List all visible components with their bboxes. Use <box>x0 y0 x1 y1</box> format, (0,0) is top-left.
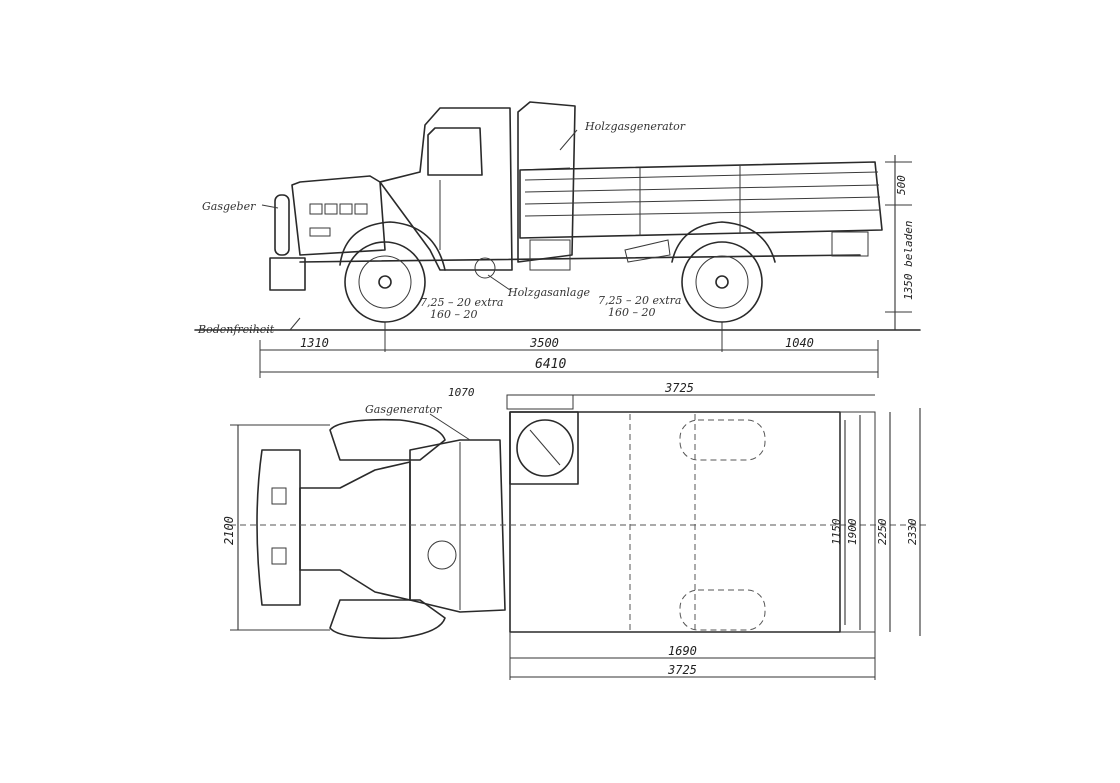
headlamp-top <box>271 487 287 505</box>
fuel-tank <box>474 257 496 279</box>
cab-roof-top <box>409 439 506 613</box>
dim-inner-2-value: 1900 <box>846 518 859 545</box>
front-bumper <box>269 257 306 291</box>
generator-housing-top <box>509 411 579 485</box>
rear-light-box <box>831 231 869 257</box>
hood-top <box>299 461 411 601</box>
dim-wheelbase: 3500 <box>529 336 559 350</box>
dim-overall-length: 6410 <box>535 357 566 372</box>
rear-wheel-rim <box>695 255 749 309</box>
cargo-bed <box>519 161 883 239</box>
dim-small-top: 1070 <box>448 386 475 399</box>
generator-lid <box>529 429 561 466</box>
front-wheel-rim <box>358 255 412 309</box>
headlight-post <box>274 194 290 256</box>
grille-slot <box>354 203 368 215</box>
grille-slot <box>324 203 338 215</box>
bed-plank <box>524 196 881 205</box>
headlamp-top <box>271 547 287 565</box>
tyre-front-line1: 7,25 – 20 extra <box>420 296 503 309</box>
label-gasgenerator: Gasgenerator <box>365 403 442 416</box>
label-holzgasanlage: Holzgasanlage <box>507 286 591 299</box>
label-bodenfreiheit: Bodenfreiheit <box>197 323 275 336</box>
dim-outer-value: 2330 <box>906 518 919 545</box>
bed-plank <box>524 184 880 193</box>
top-view: 3725 1070 Gasgenerator 2100 1150 1900 22… <box>222 381 930 680</box>
leader-line <box>261 204 279 209</box>
dim-inner-3-value: 2250 <box>876 518 889 545</box>
tyre-rear-line2: 160 – 20 <box>608 306 656 319</box>
grille-slot <box>309 203 323 215</box>
tailboard-top <box>839 411 876 633</box>
spare-carrier <box>624 239 671 263</box>
steering-wheel <box>427 540 457 570</box>
leader-line <box>429 413 471 441</box>
front-wheel <box>344 241 426 323</box>
front-hub <box>378 275 392 289</box>
cab-window <box>427 127 483 176</box>
gas-generator-tower <box>517 101 576 263</box>
rear-wheel-top-left <box>679 419 766 461</box>
bed-plank <box>524 171 879 181</box>
front-fender-right-top <box>329 599 446 640</box>
rear-wheel <box>681 241 763 323</box>
dim-right-top: 500 <box>895 175 908 195</box>
rear-fender <box>671 221 776 263</box>
gas-filter <box>529 239 571 271</box>
leader-line <box>487 274 511 291</box>
dim-right-side: 1350 beladen <box>902 221 915 300</box>
grille-slot <box>339 203 353 215</box>
leader-line <box>289 317 301 331</box>
cab-body <box>379 107 513 271</box>
cargo-bed-top <box>509 411 841 633</box>
front-fender-left-top <box>329 418 446 461</box>
dim-body-length-top: 3725 <box>664 381 694 395</box>
side-view: Gasgeber Holzgasgenerator Bodenfreiheit … <box>194 101 921 378</box>
leader-line <box>559 129 578 151</box>
dim-inner-1-value: 1150 <box>830 518 843 545</box>
dim-front-overhang: 1310 <box>300 336 329 350</box>
rear-hub <box>715 275 729 289</box>
chassis-frame <box>299 254 861 263</box>
dim-bottom-inner-value: 1690 <box>668 644 697 658</box>
dim-left-width-value: 2100 <box>222 516 236 545</box>
rear-wheel-top-right <box>679 589 766 631</box>
engine-hood <box>291 175 386 256</box>
front-end-top <box>256 449 301 606</box>
tyre-front-line2: 160 – 20 <box>430 308 478 321</box>
dim-rear-overhang: 1040 <box>785 336 814 350</box>
bed-plank <box>524 209 881 217</box>
label-gasgeber: Gasgeber <box>202 200 256 213</box>
tyre-rear-line1: 7,25 – 20 extra <box>598 294 681 307</box>
generator-cap <box>506 394 574 410</box>
dim-bottom-outer-value: 3725 <box>667 663 697 677</box>
grille-slot <box>309 227 331 237</box>
label-holzgasgenerator: Holzgasgenerator <box>584 120 686 133</box>
front-fender <box>339 221 446 271</box>
generator-drum <box>516 419 574 477</box>
